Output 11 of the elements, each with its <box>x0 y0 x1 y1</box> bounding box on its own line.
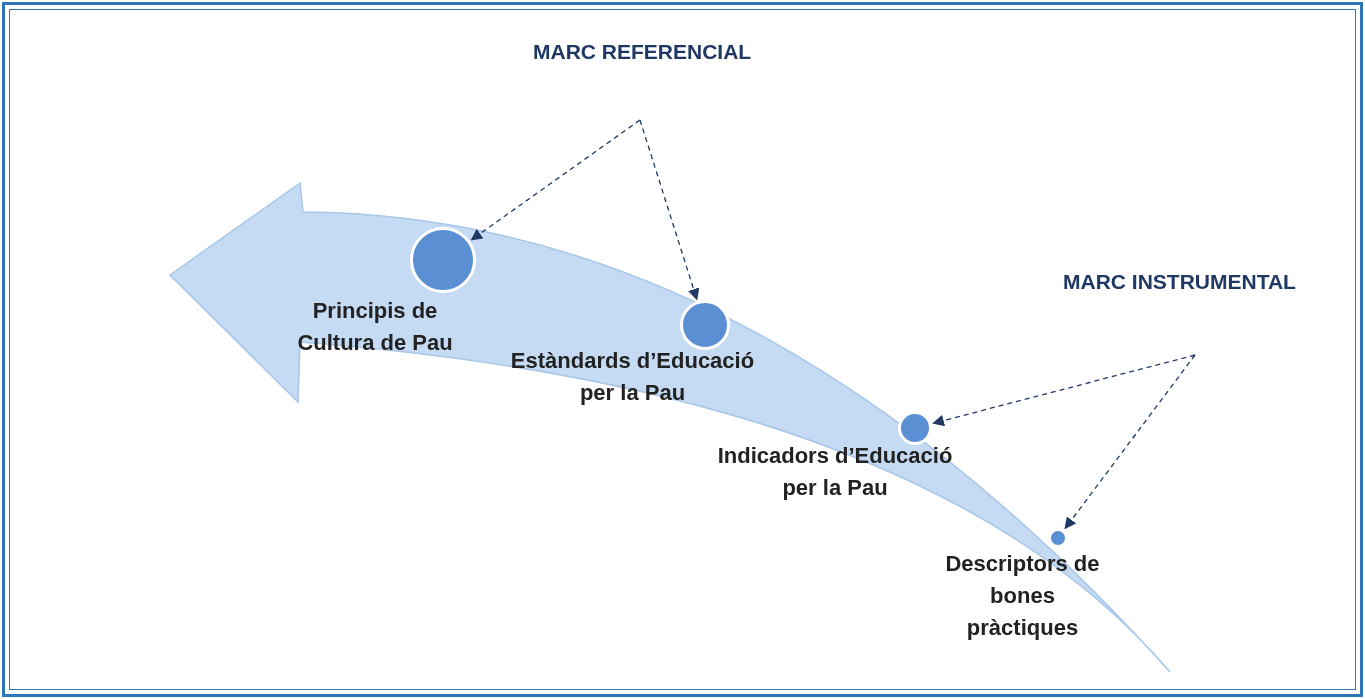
stage-label: Estàndards d’Educació per la Pau <box>509 347 756 407</box>
stage-label: Principis de Cultura de Pau <box>296 297 454 357</box>
leader-line <box>470 119 641 241</box>
circle-marker <box>1048 528 1068 548</box>
stage-label: Indicadors d’Educació per la Pau <box>716 442 954 502</box>
heading-label: MARC REFERENCIAL <box>533 40 752 64</box>
heading-label: MARC INSTRUMENTAL <box>1063 270 1296 294</box>
leader-line <box>1064 354 1196 530</box>
leader-line <box>932 354 1196 427</box>
stage-label: Descriptors de bones pràctiques <box>944 550 1101 642</box>
leader-line <box>639 119 700 301</box>
